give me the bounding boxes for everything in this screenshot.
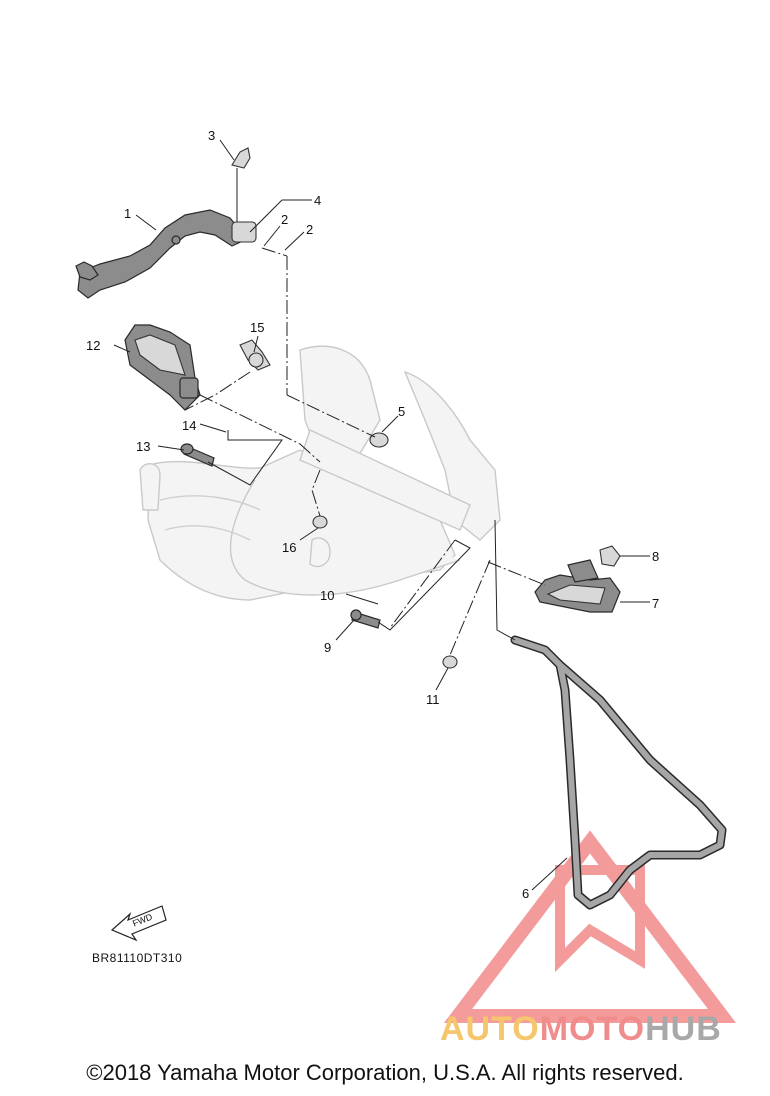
callout-2b: 2 bbox=[306, 222, 313, 237]
watermark-word-1: AUTO bbox=[440, 1010, 540, 1048]
footrest-spring-left bbox=[239, 339, 271, 371]
callout-9: 9 bbox=[324, 640, 331, 655]
callout-labels: 1 2 2 3 4 5 6 7 8 9 10 11 12 13 14 15 16 bbox=[86, 128, 659, 901]
copyright-notice: ©2018 Yamaha Motor Corporation, U.S.A. A… bbox=[86, 1060, 684, 1085]
watermark-text: AUTOMOTOHUB bbox=[440, 1010, 722, 1049]
callout-7: 7 bbox=[652, 596, 659, 611]
callout-6: 6 bbox=[522, 886, 529, 901]
callout-3: 3 bbox=[208, 128, 215, 143]
collar-16 bbox=[312, 515, 328, 529]
assembly-lines bbox=[184, 247, 546, 656]
watermark-logo bbox=[443, 830, 737, 1023]
collar-11 bbox=[442, 655, 458, 669]
spring bbox=[231, 147, 251, 222]
bolt-9 bbox=[350, 609, 381, 629]
callout-15: 15 bbox=[250, 320, 264, 335]
callout-8: 8 bbox=[652, 549, 659, 564]
fwd-arrow-icon: FWD bbox=[110, 905, 167, 942]
drawing-code: BR81110DT310 bbox=[92, 951, 182, 965]
sidestand bbox=[510, 635, 727, 910]
callout-14: 14 bbox=[182, 418, 196, 433]
callout-11: 11 bbox=[426, 692, 440, 707]
callout-5: 5 bbox=[398, 404, 405, 419]
brake-pedal bbox=[75, 209, 257, 299]
footrest-spring-right bbox=[599, 545, 621, 567]
footrest-left bbox=[124, 324, 201, 411]
watermark-word-3: HUB bbox=[645, 1010, 722, 1048]
frame bbox=[139, 345, 501, 601]
callout-12: 12 bbox=[86, 338, 100, 353]
callout-13: 13 bbox=[136, 439, 150, 454]
callout-2a: 2 bbox=[281, 212, 288, 227]
callout-4: 4 bbox=[314, 193, 321, 208]
callout-1: 1 bbox=[124, 206, 131, 221]
watermark-word-2: MOTO bbox=[539, 1010, 646, 1048]
callout-10: 10 bbox=[320, 588, 334, 603]
callout-leaders bbox=[113, 139, 650, 891]
callout-16: 16 bbox=[282, 540, 296, 555]
o-ring bbox=[369, 432, 389, 448]
bolt-13 bbox=[180, 443, 215, 467]
footrest-right bbox=[534, 559, 621, 613]
